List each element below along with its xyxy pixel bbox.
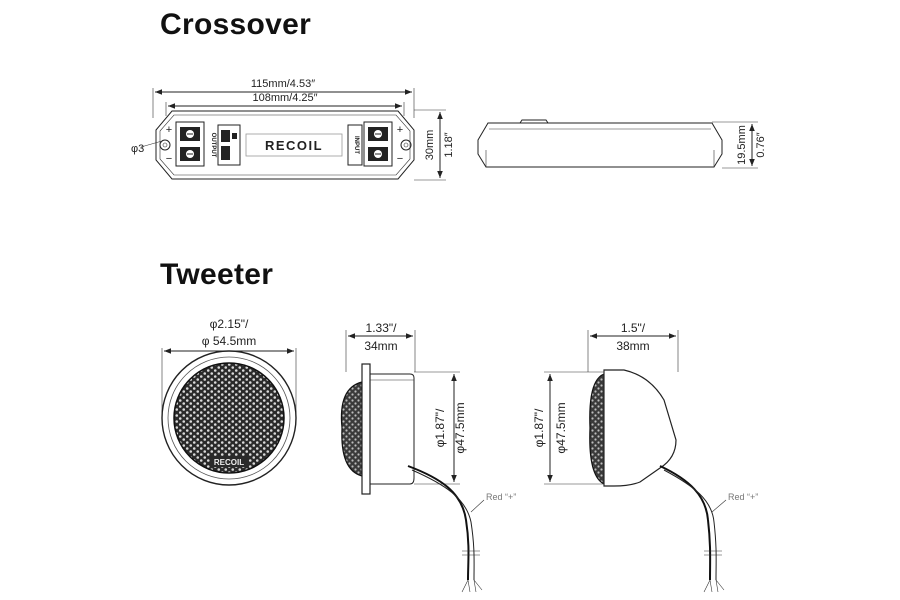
body-length-label: 108mm/4.25″	[252, 92, 317, 104]
side2-angled-housing	[603, 369, 677, 487]
input-label: INPUT	[353, 136, 359, 154]
side2-depth-in-label: 1.5"/	[621, 321, 646, 335]
depth-mm-label: 19.5mm	[736, 125, 748, 165]
input-plus-sign: +	[397, 124, 403, 136]
height-mm-label: 30mm	[424, 130, 436, 161]
side1-depth-mm-label: 34mm	[364, 339, 397, 353]
side1-dome	[340, 381, 363, 477]
tweeter-heading: Tweeter	[160, 258, 274, 291]
tweeter-side-view-angled: 1.5"/ 38mm φ1.87"/ φ47.5mm Red “+”	[532, 321, 758, 593]
mounting-hole-right	[400, 139, 412, 151]
tweeter-side-view-flush: 1.33"/ 34mm φ1.87"/ φ47.5mm Red “+”	[340, 321, 516, 593]
side2-dome-dia-in-label: φ1.87"/	[532, 408, 546, 447]
side1-cup	[370, 373, 415, 485]
side1-wire-label: Red “+”	[486, 492, 516, 502]
side2-wire-label: Red “+”	[728, 492, 758, 502]
side2-dome-dia-mm-label: φ47.5mm	[554, 402, 568, 453]
crossover-heading: Crossover	[160, 8, 312, 41]
crossover-housing-outline	[155, 110, 415, 180]
output-minus-sign: −	[166, 153, 172, 165]
crossover-brand-logo: RECOIL	[265, 138, 323, 153]
crossover-brand-plate	[245, 133, 343, 157]
side1-flange	[361, 363, 371, 495]
output-terminal-block	[175, 121, 205, 167]
overall-length-label: 115mm/4.53″	[251, 78, 315, 90]
side1-wire	[407, 465, 470, 581]
depth-in-label: 0.76″	[755, 132, 767, 157]
crossover-side-outline	[477, 122, 723, 168]
tweeter-brand-logo: RECOIL	[214, 458, 244, 467]
input-minus-sign: −	[397, 153, 403, 165]
crossover-top-view: 115mm/4.53″ 108mm/4.25″ φ3 OUTPUT	[131, 78, 455, 181]
mounting-hole-left	[159, 139, 171, 151]
height-in-label: 1.18″	[443, 132, 455, 157]
side1-dome-dia-in-label: φ1.87"/	[433, 408, 447, 447]
front-diameter-mm-label: φ 54.5mm	[202, 334, 256, 348]
tweeter-front-view: φ2.15"/ φ 54.5mm RECOIL	[161, 317, 297, 486]
front-diameter-in-label: φ2.15"/	[210, 317, 249, 331]
tweeter-grille	[173, 362, 285, 474]
side1-depth-in-label: 1.33"/	[366, 321, 398, 335]
output-plus-sign: +	[166, 124, 172, 136]
hole-diameter-label: φ3	[131, 143, 144, 155]
side1-dome-dia-mm-label: φ47.5mm	[453, 402, 467, 453]
output-label: OUTPUT	[210, 133, 216, 158]
output-indicator-module	[217, 124, 241, 166]
crossover-side-view: 19.5mm 0.76″	[477, 119, 767, 169]
side2-wire	[659, 465, 712, 581]
input-terminal-block	[363, 121, 393, 167]
side2-dome	[589, 373, 605, 485]
side2-depth-mm-label: 38mm	[616, 339, 649, 353]
